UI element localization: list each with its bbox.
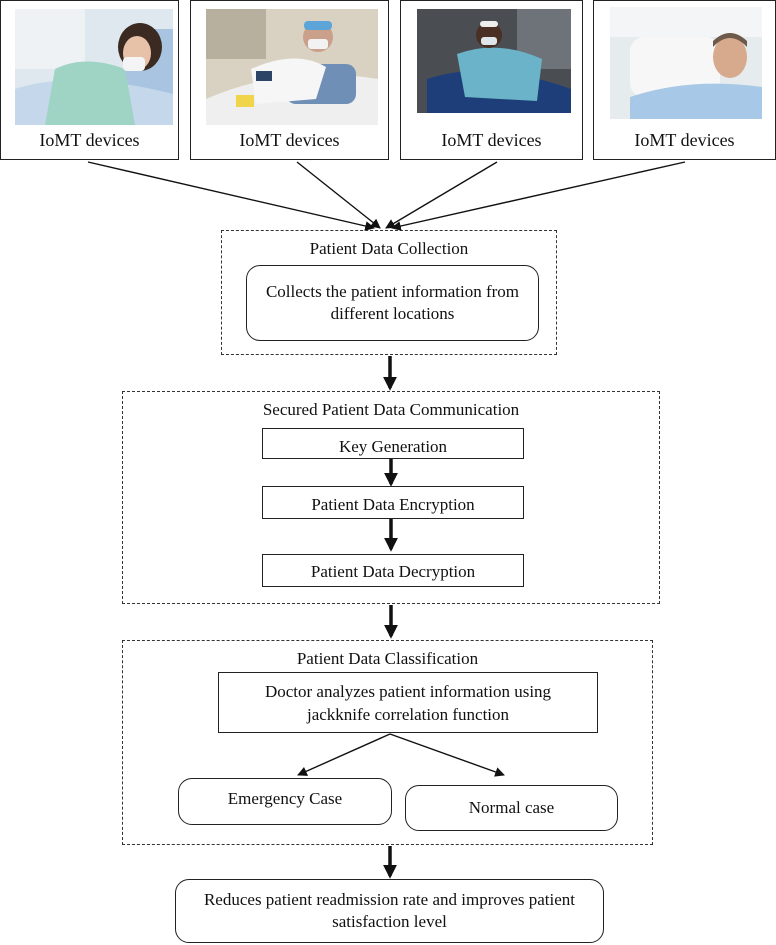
key-generation-box: Key Generation: [262, 428, 524, 459]
device-panel-3: IoMT devices: [400, 0, 583, 160]
device-label-2: IoMT devices: [239, 130, 340, 150]
collection-box-text: Collects the patient information from di…: [265, 282, 520, 323]
collection-box: Collects the patient information from di…: [246, 265, 539, 341]
analysis-box: Doctor analyzes patient information usin…: [218, 672, 598, 733]
arrow-device-1: [87, 161, 375, 231]
result-text: Reduces patient readmission rate and imp…: [203, 890, 576, 931]
decryption-label: Patient Data Decryption: [310, 562, 476, 581]
analysis-text: Doctor analyzes patient information usin…: [264, 682, 552, 724]
device-label-1: IoMT devices: [39, 130, 140, 150]
arrow-device-3: [385, 161, 498, 229]
normal-case-box: Normal case: [405, 785, 618, 831]
encryption-label: Patient Data Encryption: [311, 495, 475, 514]
device-panel-4: IoMT devices: [593, 0, 776, 160]
patient-photo-3: [417, 9, 571, 113]
emergency-case-box: Emergency Case: [178, 778, 392, 825]
device-label-4: IoMT devices: [634, 130, 735, 150]
encryption-box: Patient Data Encryption: [262, 486, 524, 519]
arrow-to-normal: [389, 733, 505, 777]
collection-title: Patient Data Collection: [309, 239, 469, 258]
communication-section: Secured Patient Data Communication Key G…: [122, 391, 660, 604]
device-panel-2: IoMT devices: [190, 0, 389, 160]
arrow-to-emergency: [297, 733, 391, 776]
decryption-box: Patient Data Decryption: [262, 554, 524, 587]
patient-photo-2: [206, 9, 378, 125]
result-box: Reduces patient readmission rate and imp…: [175, 879, 604, 943]
device-label-3: IoMT devices: [441, 130, 542, 150]
device-panel-1: IoMT devices: [0, 0, 179, 160]
communication-title: Secured Patient Data Communication: [262, 400, 520, 419]
arrow-device-2: [296, 161, 381, 229]
patient-photo-1: [15, 9, 173, 125]
arrow-device-4: [391, 161, 686, 231]
collection-section: Patient Data Collection Collects the pat…: [221, 230, 557, 355]
emergency-case-label: Emergency Case: [227, 788, 343, 808]
classification-title: Patient Data Classification: [296, 649, 479, 668]
classification-section: Patient Data Classification Doctor analy…: [122, 640, 653, 845]
key-generation-label: Key Generation: [338, 437, 448, 456]
patient-photo-4: [610, 7, 762, 119]
normal-case-label: Normal case: [468, 798, 555, 817]
